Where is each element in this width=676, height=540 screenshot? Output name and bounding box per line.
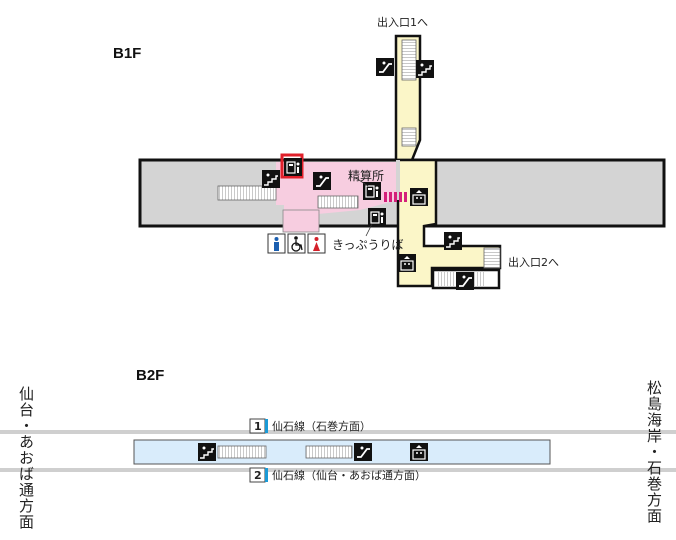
toilet-wheelchair-icon	[287, 233, 306, 254]
direction-left-label: 仙台・あおば通方面	[17, 386, 35, 530]
track-2-number: 2	[254, 469, 262, 482]
track-1-badge: 1	[249, 418, 268, 434]
escalator-icon	[375, 57, 395, 77]
fare-adjustment-label: 精算所	[348, 168, 384, 183]
ticket-machines-label: きっぷうりば	[332, 238, 404, 252]
b2-platform-level	[0, 430, 676, 472]
toilet-man-icon	[267, 233, 286, 254]
ticket-gate-icon	[384, 192, 407, 202]
exit-2-label: 出入口2へ	[508, 255, 559, 269]
stairs-icon	[415, 59, 435, 79]
elevator-icon	[409, 187, 429, 207]
stairs-icon	[443, 231, 463, 251]
stairs-icon	[261, 169, 281, 189]
track-2-label: 仙石線（仙台・あおば通方面）	[272, 468, 426, 482]
stairs-icon	[197, 442, 217, 462]
escalator-icon	[312, 171, 332, 191]
toilet-woman-icon	[307, 233, 326, 254]
escalator-icon	[455, 271, 475, 291]
track-1	[0, 430, 676, 434]
ticket-machine-icon	[367, 207, 387, 227]
track-2-badge: 2	[249, 467, 268, 483]
track-2	[0, 468, 676, 472]
escalator-icon	[353, 442, 373, 462]
exit-1-label: 出入口1へ	[377, 15, 428, 29]
floor-label-b2: B2F	[136, 367, 164, 384]
elevator-icon	[397, 253, 417, 273]
track-1-label: 仙石線（石巻方面）	[272, 419, 371, 433]
floor-label-b1: B1F	[113, 45, 141, 62]
fare-adjustment-icon	[283, 157, 303, 177]
elevator-icon	[409, 442, 429, 462]
track-1-number: 1	[254, 420, 262, 433]
direction-right-label: 松島海岸・石巻方面	[645, 380, 663, 524]
